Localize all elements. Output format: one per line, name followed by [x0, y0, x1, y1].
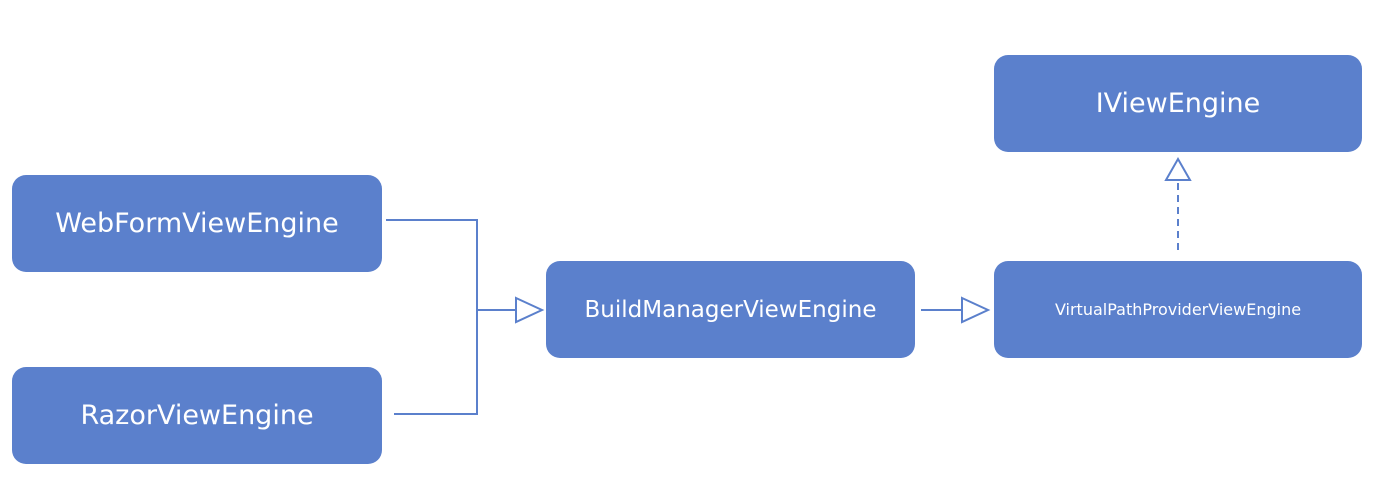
node-build-manager-view-engine: BuildManagerViewEngine [546, 261, 915, 358]
node-iview-engine: IViewEngine [994, 55, 1362, 152]
edge-webform-to-build [386, 219, 478, 310]
node-razor-view-engine: RazorViewEngine [12, 367, 382, 464]
node-webform-view-engine: WebFormViewEngine [12, 175, 382, 272]
node-virtual-path-provider-view-engine: VirtualPathProviderViewEngine [994, 261, 1362, 358]
hollow-arrowhead-vpp [961, 296, 991, 324]
edge-razor-to-build [394, 310, 478, 415]
node-label: VirtualPathProviderViewEngine [1054, 300, 1302, 319]
hollow-arrowhead-build [515, 296, 545, 324]
node-label: IViewEngine [1095, 88, 1261, 119]
node-label: WebFormViewEngine [55, 208, 339, 239]
node-label: BuildManagerViewEngine [584, 296, 877, 323]
node-label: RazorViewEngine [80, 400, 314, 431]
hollow-arrowhead-iview [1164, 156, 1192, 181]
